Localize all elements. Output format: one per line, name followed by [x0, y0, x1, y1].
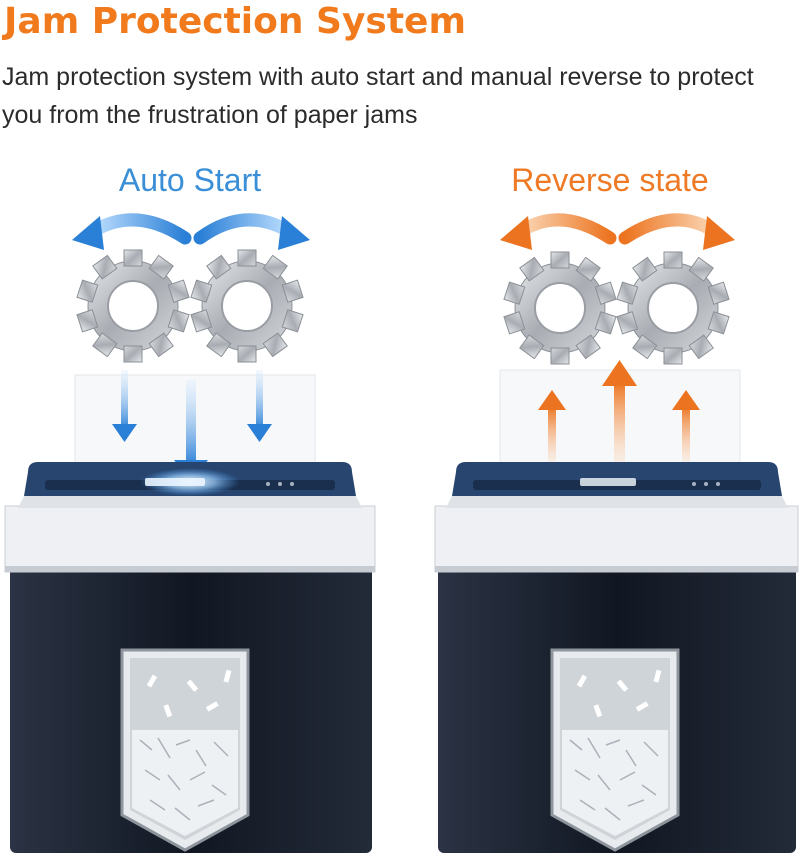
- gear-icon: [616, 251, 730, 365]
- gear-icon: [190, 249, 304, 363]
- curved-arrow-icon: [193, 213, 310, 250]
- arrow-up-icon: [672, 390, 700, 466]
- page-description: Jam protection system with auto start an…: [2, 63, 754, 129]
- reverse-state-label: Reverse state: [511, 162, 709, 198]
- page-title: Jam Protection System: [4, 1, 466, 42]
- auto-start-illustration: [4, 213, 376, 853]
- gear-icon: [76, 249, 190, 363]
- auto-start-label: Auto Start: [118, 162, 262, 198]
- curved-arrow-icon: [500, 213, 617, 250]
- reverse-state-illustration: [434, 213, 799, 853]
- curved-arrow-icon: [72, 213, 192, 250]
- curved-arrow-icon: [618, 213, 735, 250]
- arrow-up-icon: [538, 390, 566, 466]
- reverse-state-panel: Reverse state: [430, 150, 800, 853]
- shredder-device: [434, 462, 799, 853]
- arrow-up-icon: [602, 360, 637, 468]
- arrow-down-icon: [112, 370, 137, 442]
- shredder-device: [4, 462, 376, 853]
- auto-start-panel: Auto Start: [0, 150, 400, 853]
- arrow-down-icon: [247, 370, 272, 442]
- gear-icon: [503, 251, 617, 365]
